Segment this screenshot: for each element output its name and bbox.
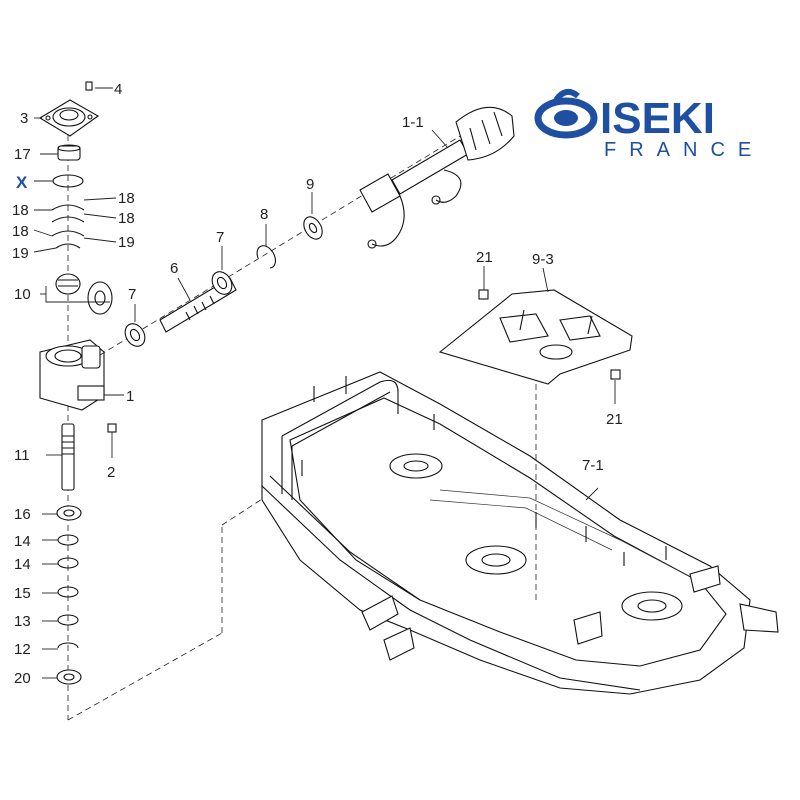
callout-13: 13: [14, 613, 31, 630]
callout-18-d: 18: [12, 223, 29, 240]
iseki-logo: ISEKI FRANCE: [534, 88, 764, 161]
part-9-seal: [303, 192, 323, 240]
brand-subtitle: FRANCE: [604, 139, 764, 161]
callout-x: X: [16, 173, 28, 192]
part-15-washer: [42, 586, 79, 598]
part-14-washer-a: [42, 534, 79, 546]
part-1-1-pto-shaft: [359, 106, 515, 249]
part-17-bearing: [40, 144, 81, 161]
callout-14-b: 14: [14, 556, 31, 573]
callout-9: 9: [306, 176, 314, 193]
callout-18-c: 18: [12, 202, 29, 219]
part-14-washer-b: [42, 557, 79, 569]
callout-3: 3: [20, 110, 28, 127]
callout-19-a: 19: [118, 234, 135, 251]
iseki-emblem-icon: [534, 88, 598, 139]
callout-21-a: 21: [476, 249, 493, 266]
callout-18-b: 18: [118, 210, 135, 227]
callout-16: 16: [14, 506, 31, 523]
callout-20: 20: [14, 670, 31, 687]
callout-14-a: 14: [14, 533, 31, 550]
part-7-bearing-lower: [124, 304, 146, 347]
callout-6: 6: [170, 260, 178, 277]
callout-7-b: 7: [216, 229, 224, 246]
callout-11: 11: [14, 447, 30, 464]
callout-12: 12: [14, 641, 31, 658]
input-shaft-axis-line: [99, 129, 471, 356]
part-8-snap-ring: [256, 224, 276, 269]
callout-10: 10: [14, 286, 31, 303]
part-4-bolt: [85, 81, 113, 91]
part-9-3-cover-plate: [438, 267, 633, 385]
part-2-bolt: [107, 423, 117, 458]
part-7-bearing-upper: [211, 246, 233, 295]
part-21-bolt-bottom: [610, 369, 621, 404]
callout-4: 4: [114, 81, 122, 98]
part-16-bearing: [42, 505, 82, 521]
part-1-gearbox-housing: [39, 339, 124, 411]
callout-1-1: 1-1: [402, 114, 424, 131]
callout-7-a: 7: [128, 286, 136, 303]
part-3-cover-plate: [34, 99, 100, 137]
callout-17: 17: [14, 146, 31, 163]
part-12-circlip: [42, 642, 79, 650]
part-11-output-shaft: [46, 423, 75, 491]
part-13-washer: [42, 614, 79, 626]
part-x-o-ring: [34, 174, 84, 188]
callout-1: 1: [126, 388, 134, 405]
part-18-19-shims: [33, 197, 117, 253]
part-20-seal: [42, 669, 82, 685]
callout-15: 15: [14, 585, 31, 602]
part-10-bevel-gears: [40, 273, 113, 315]
callout-19-b: 19: [12, 245, 29, 262]
callout-21-b: 21: [606, 411, 623, 428]
callout-18-a: 18: [118, 190, 135, 207]
callout-7-1: 7-1: [582, 457, 604, 474]
callout-2: 2: [107, 464, 115, 481]
part-7-1-mower-deck: [261, 371, 779, 695]
callout-8: 8: [260, 206, 268, 223]
callout-9-3: 9-3: [532, 251, 554, 268]
stack-to-deck-line: [67, 632, 223, 721]
brand-name: ISEKI: [600, 94, 715, 143]
part-21-bolt-top: [478, 266, 489, 300]
